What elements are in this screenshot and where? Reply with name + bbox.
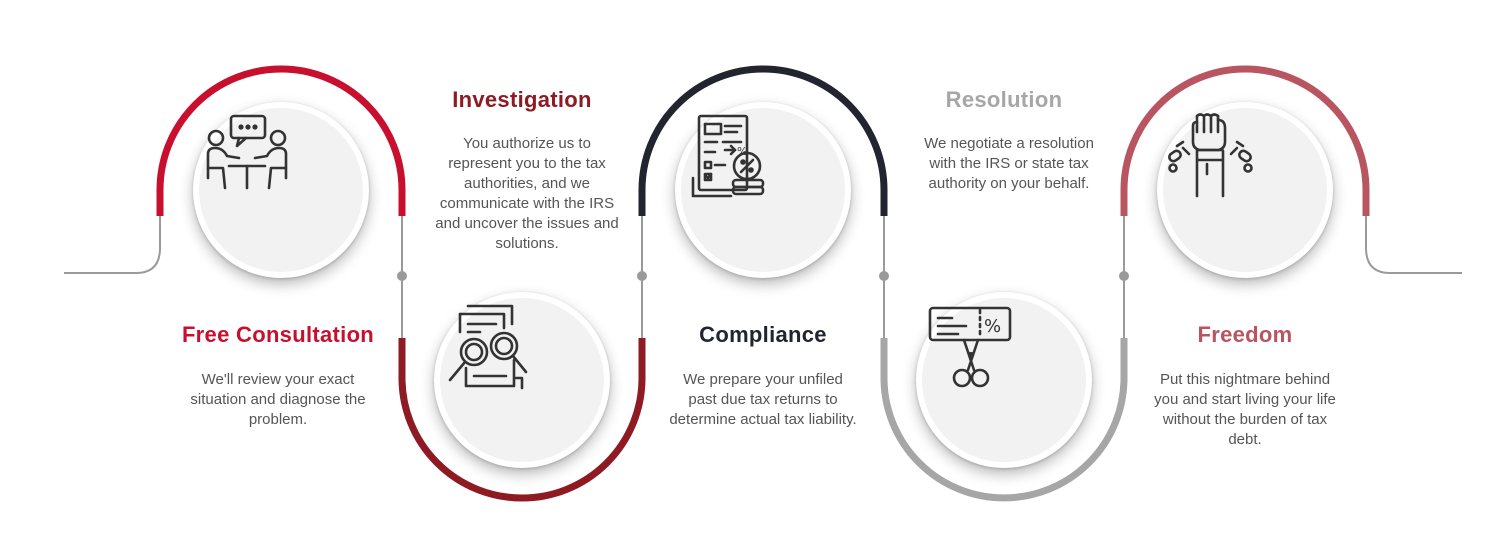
step-4-title: Resolution: [945, 87, 1063, 112]
step-1-arc: [156, 65, 406, 216]
step-3-description: We prepare your unfiled past due tax ret…: [669, 371, 857, 428]
step-3-title: Compliance: [699, 322, 827, 347]
step-4-description: We negotiate a resolution with the IRS o…: [924, 135, 1094, 192]
step-5-circle: [1157, 102, 1333, 278]
step-2-arc: [398, 338, 646, 502]
junction-dot: [1119, 271, 1129, 281]
step-4-circle: %: [916, 292, 1092, 468]
step-2-title: Investigation: [452, 87, 592, 112]
connector-line: [64, 216, 161, 274]
junction-dot: [879, 271, 889, 281]
step-5-arc: [1120, 65, 1370, 216]
connector-line: [1365, 216, 1462, 274]
junction-dot: [397, 271, 407, 281]
step-2-description: You authorize us to represent you to the…: [435, 135, 619, 252]
step-3-arc: [638, 65, 888, 216]
step-5-description: Put this nightmare behind you and start …: [1154, 371, 1336, 448]
svg-text:%: %: [984, 316, 1001, 337]
step-4-arc: [880, 338, 1128, 502]
step-1-circle: [193, 102, 369, 278]
step-1-description: We'll review your exact situation and di…: [190, 371, 366, 428]
junction-dot: [637, 271, 647, 281]
step-5-title: Freedom: [1197, 322, 1293, 347]
step-2-circle: [434, 292, 610, 468]
step-3-circle: %: [675, 102, 851, 278]
svg-text:%: %: [737, 145, 747, 158]
step-1-title: Free Consultation: [181, 322, 375, 347]
